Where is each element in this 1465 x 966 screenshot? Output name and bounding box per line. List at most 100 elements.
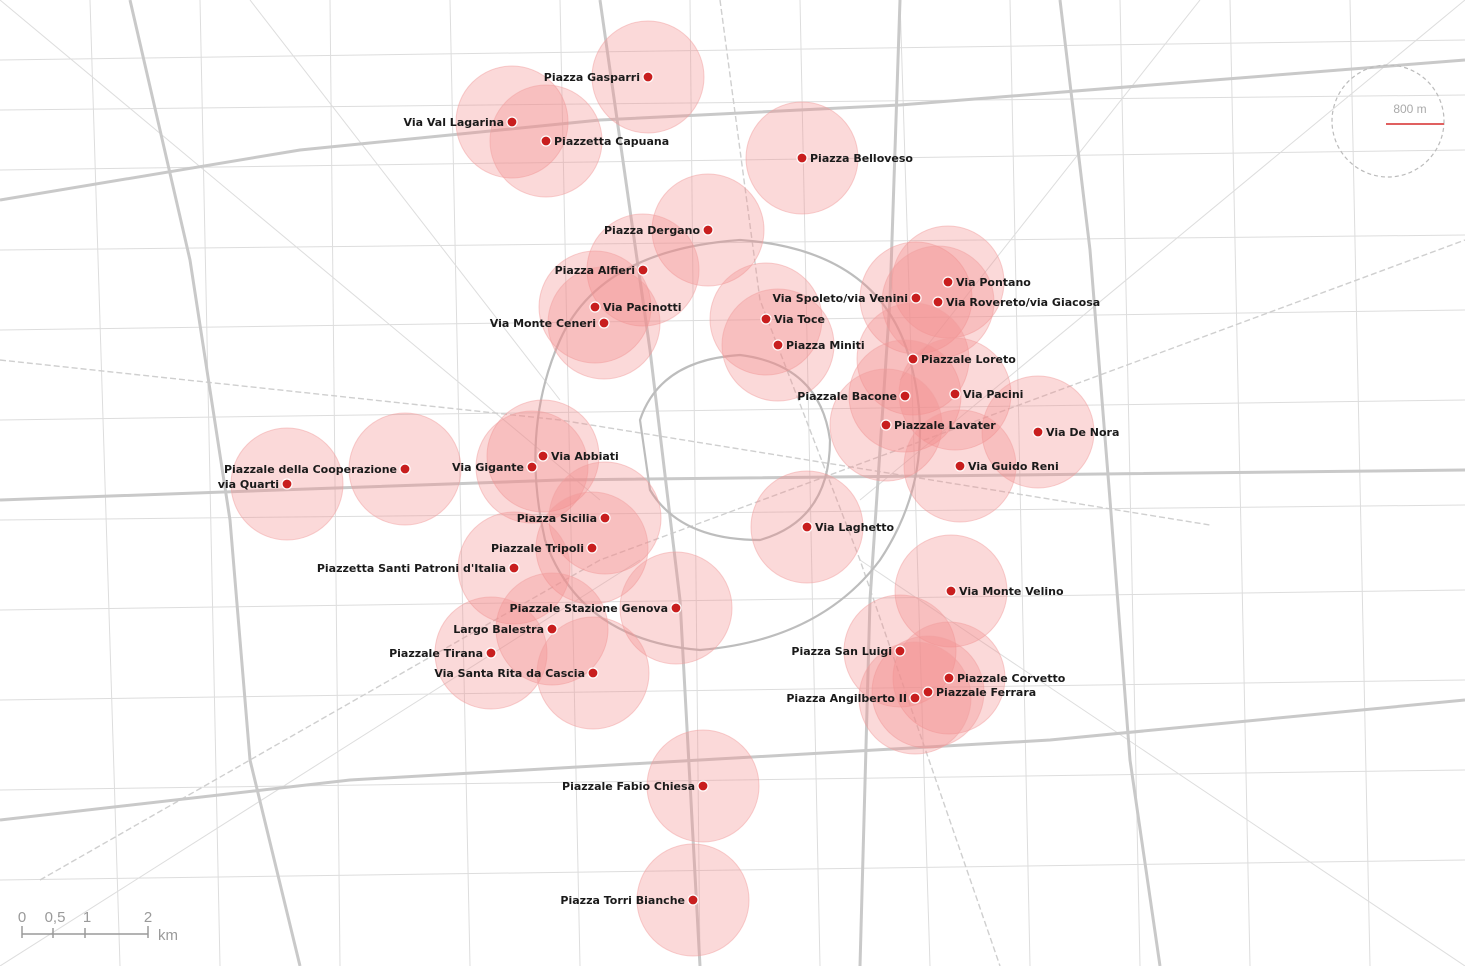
location-marker[interactable]: Piazzale della Cooperazione <box>224 463 411 476</box>
location-marker[interactable]: Piazzale Loreto <box>907 353 1016 366</box>
location-dot[interactable] <box>670 602 682 614</box>
location-label: Via Monte Velino <box>959 585 1064 598</box>
location-dot[interactable] <box>922 686 934 698</box>
location-dot[interactable] <box>526 461 538 473</box>
location-dot[interactable] <box>506 116 518 128</box>
location-dot[interactable] <box>702 224 714 236</box>
location-marker[interactable]: Piazzale Stazione Genova <box>510 602 682 615</box>
location-marker[interactable]: Piazzale Corvetto <box>943 672 1066 685</box>
location-label: Via De Nora <box>1046 426 1119 439</box>
location-dot[interactable] <box>1032 426 1044 438</box>
location-dot[interactable] <box>909 692 921 704</box>
location-label: Via Pontano <box>956 276 1031 289</box>
scale-bar: 0 0,5 1 2 km <box>18 909 178 944</box>
location-marker[interactable]: Via Pacini <box>949 388 1023 401</box>
location-marker[interactable]: Piazza Dergano <box>604 224 714 237</box>
location-label: Piazza San Luigi <box>791 645 892 658</box>
location-label: Via Rovereto/via Giacosa <box>946 296 1100 309</box>
location-marker[interactable]: Piazza Miniti <box>772 339 865 352</box>
location-marker[interactable]: Piazzale Ferrara <box>922 686 1036 699</box>
location-dot[interactable] <box>281 478 293 490</box>
location-label: Piazza Alfieri <box>555 264 635 277</box>
location-dot[interactable] <box>894 645 906 657</box>
location-marker[interactable]: Via Santa Rita da Cascia <box>434 667 599 680</box>
location-marker[interactable]: Piazza San Luigi <box>791 645 906 658</box>
location-marker[interactable]: Via De Nora <box>1032 426 1119 439</box>
location-marker[interactable]: Piazzale Bacone <box>797 390 911 403</box>
location-label: Piazza Belloveso <box>810 152 913 165</box>
location-dot[interactable] <box>485 647 497 659</box>
location-marker[interactable]: Via Pacinotti <box>589 301 682 314</box>
location-dot[interactable] <box>637 264 649 276</box>
location-marker[interactable]: Piazzetta Santi Patroni d'Italia <box>317 562 520 575</box>
location-label: Piazza Gasparri <box>544 71 640 84</box>
location-marker[interactable]: Via Guido Reni <box>954 460 1059 473</box>
location-dot[interactable] <box>945 585 957 597</box>
location-dot[interactable] <box>587 667 599 679</box>
location-dot[interactable] <box>942 276 954 288</box>
location-marker[interactable]: Via Toce <box>760 313 825 326</box>
location-dot[interactable] <box>932 296 944 308</box>
location-dot[interactable] <box>772 339 784 351</box>
location-marker[interactable]: Largo Balestra <box>453 623 558 636</box>
location-marker[interactable]: Piazza Sicilia <box>517 512 611 525</box>
location-label: Via Monte Ceneri <box>490 317 596 330</box>
location-dot[interactable] <box>537 450 549 462</box>
location-dot[interactable] <box>540 135 552 147</box>
location-marker[interactable]: Piazza Gasparri <box>544 71 654 84</box>
location-marker[interactable]: Via Laghetto <box>801 521 894 534</box>
location-marker[interactable]: Via Val Lagarina <box>404 116 518 129</box>
location-dot[interactable] <box>508 562 520 574</box>
location-marker[interactable]: Piazza Belloveso <box>796 152 913 165</box>
location-dot[interactable] <box>586 542 598 554</box>
location-marker[interactable]: Via Monte Velino <box>945 585 1064 598</box>
location-dot[interactable] <box>589 301 601 313</box>
location-marker[interactable]: Piazzale Tripoli <box>491 542 598 555</box>
location-dot[interactable] <box>399 463 411 475</box>
location-dot[interactable] <box>687 894 699 906</box>
location-marker[interactable]: Piazzale Lavater <box>880 419 996 432</box>
location-marker[interactable]: Piazza Torri Bianche <box>560 894 699 907</box>
location-label: Largo Balestra <box>453 623 544 636</box>
location-label: Piazza Torri Bianche <box>560 894 685 907</box>
location-label: Piazzale Lavater <box>894 419 996 432</box>
location-label: Piazzale della Cooperazione <box>224 463 397 476</box>
location-marker[interactable]: Piazzale Tirana <box>389 647 497 660</box>
location-dot[interactable] <box>599 512 611 524</box>
location-dot[interactable] <box>899 390 911 402</box>
location-dot[interactable] <box>954 460 966 472</box>
location-dot[interactable] <box>910 292 922 304</box>
location-label: Piazza Sicilia <box>517 512 597 525</box>
location-dot[interactable] <box>642 71 654 83</box>
location-marker[interactable]: Via Spoleto/via Venini <box>772 292 922 305</box>
location-label: Via Pacini <box>963 388 1023 401</box>
location-label: Via Laghetto <box>815 521 894 534</box>
location-label: Via Santa Rita da Cascia <box>434 667 585 680</box>
location-dot[interactable] <box>943 672 955 684</box>
location-marker[interactable]: Piazza Angilberto II <box>786 692 921 705</box>
location-dot[interactable] <box>697 780 709 792</box>
location-marker[interactable]: Piazza Alfieri <box>555 264 649 277</box>
location-marker[interactable]: Via Rovereto/via Giacosa <box>932 296 1100 309</box>
location-label: Piazzale Fabio Chiesa <box>562 780 695 793</box>
location-dot[interactable] <box>760 313 772 325</box>
location-marker[interactable]: via Quarti <box>218 478 293 491</box>
location-marker[interactable]: Via Monte Ceneri <box>490 317 610 330</box>
location-marker[interactable]: Via Gigante <box>452 461 538 474</box>
location-marker[interactable]: Piazzetta Capuana <box>540 135 669 148</box>
location-marker[interactable]: Via Abbiati <box>537 450 619 463</box>
location-marker[interactable]: Via Pontano <box>942 276 1031 289</box>
location-dot[interactable] <box>796 152 808 164</box>
location-dot[interactable] <box>598 317 610 329</box>
location-dot[interactable] <box>907 353 919 365</box>
location-label: Piazza Dergano <box>604 224 700 237</box>
location-dot[interactable] <box>546 623 558 635</box>
location-dot[interactable] <box>949 388 961 400</box>
location-dot[interactable] <box>880 419 892 431</box>
location-dot[interactable] <box>801 521 813 533</box>
location-marker[interactable]: Piazzale Fabio Chiesa <box>562 780 709 793</box>
